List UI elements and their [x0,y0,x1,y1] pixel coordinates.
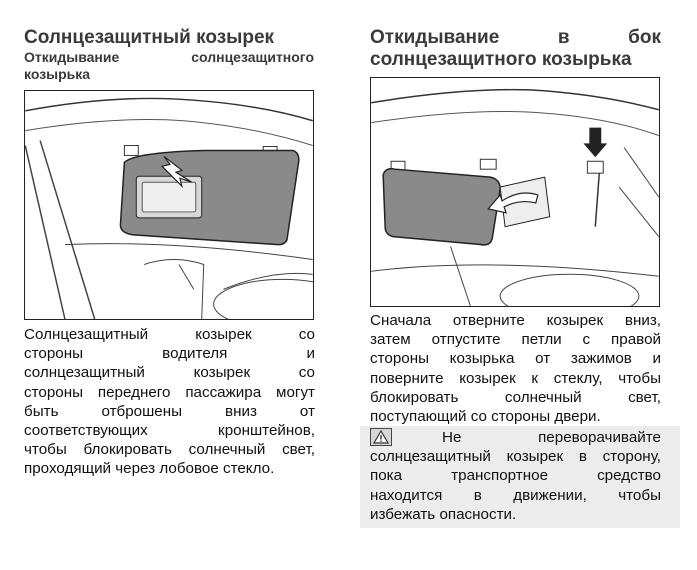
warning-first-line: Не переворачивайте [370,428,661,447]
text-line: стороны водителя и [24,345,315,363]
left-body: Солнцезащитный козырек со стороны водите… [24,325,315,479]
text-line: находится в движении, чтобы [370,486,661,504]
text-line: быть отброшены вниз от [24,402,315,420]
sun-visor-down-illustration [24,90,314,320]
text-line: солнцезащитный козырек в сторону, [370,448,661,466]
text-line: поверните козырек к стеклу, чтобы [370,369,661,387]
right-title-line2: солнцезащитного козырька [370,49,632,70]
text-line: блокировать солнечный свет, [370,388,661,406]
text-line: затем отпустите петли с правой [370,331,661,349]
text-line: пока транспортное средство [370,467,661,485]
text-line: соответствующих кронштейнов, [24,422,315,440]
text-line: избежать опасности. [370,505,517,523]
left-title: Солнцезащитный козырек [24,27,275,48]
text-line: стороны козырька от зажимов и [370,350,661,368]
text-line: стороны переднего пассажира могут [24,383,315,401]
sun-visor-side-illustration [370,77,660,307]
warning-text: Не переворачивайте солнцезащитный козыре… [370,428,661,524]
text-line: Солнцезащитный козырек со [24,326,315,343]
text-line: солнцезащитный козырек со [24,364,315,382]
warning-triangle-icon [370,428,392,446]
right-title-line1: Откидывание в бок [370,27,661,48]
text-line: чтобы блокировать солнечный свет, [24,441,315,459]
text-line: проходящий через лобовое стекло. [24,460,275,478]
text-line: поступающий со стороны двери. [370,408,601,426]
right-body: Сначала отверните козырек вниз, затем от… [370,311,661,426]
left-subtitle-line1: Откидывание солнцезащитного [24,49,314,65]
warning-note [360,426,680,528]
left-subtitle-line2: козырька [24,66,91,82]
text-line: Сначала отверните козырек вниз, [370,312,661,329]
text-line: Не переворачивайте [442,429,661,446]
